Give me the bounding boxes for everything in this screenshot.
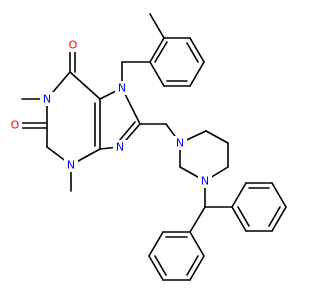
nitrogen-atom: N: [115, 81, 129, 95]
nitrogen-atom: N: [40, 92, 54, 106]
nitrogen-label: N: [201, 175, 209, 188]
nitrogen-label: N: [67, 159, 75, 172]
nitrogen-atom: N: [113, 140, 127, 154]
bond: [189, 206, 206, 233]
nitrogen-label: N: [116, 141, 124, 154]
bond: [205, 130, 229, 144]
structure-canvas: O O N N N N N N: [8, 13, 287, 281]
nitrogen-label: N: [43, 93, 51, 106]
bond: [149, 61, 165, 87]
bond-layer: [21, 13, 287, 281]
bond: [237, 206, 250, 227]
bond: [154, 255, 167, 276]
nitrogen-label: N: [176, 137, 184, 150]
bond: [148, 255, 164, 281]
bond: [271, 182, 287, 208]
bond: [231, 206, 247, 232]
nitrogen-label: N: [118, 82, 126, 95]
bond: [189, 61, 205, 87]
bond: [268, 206, 281, 227]
atom-layer: O O N N N N N N: [8, 38, 212, 188]
bond: [69, 71, 101, 100]
bond: [148, 231, 164, 257]
nitrogen-atom: N: [173, 136, 187, 150]
oxygen-atom: O: [8, 118, 22, 132]
oxygen-atom: O: [66, 38, 80, 52]
bond: [231, 182, 247, 208]
bond: [149, 37, 165, 63]
oxygen-label: O: [11, 119, 20, 132]
bond: [118, 121, 136, 142]
bond: [271, 206, 287, 232]
nitrogen-atom: N: [64, 158, 78, 172]
bond: [154, 41, 168, 63]
bond: [186, 42, 199, 63]
bond: [189, 255, 205, 281]
oxygen-label: O: [69, 39, 78, 52]
nitrogen-atom: N: [198, 174, 212, 188]
bond: [189, 37, 205, 63]
molecule-drawing: O O N N N N N N: [8, 13, 287, 281]
bond: [149, 13, 165, 39]
bond: [186, 255, 199, 276]
bond: [189, 231, 205, 257]
